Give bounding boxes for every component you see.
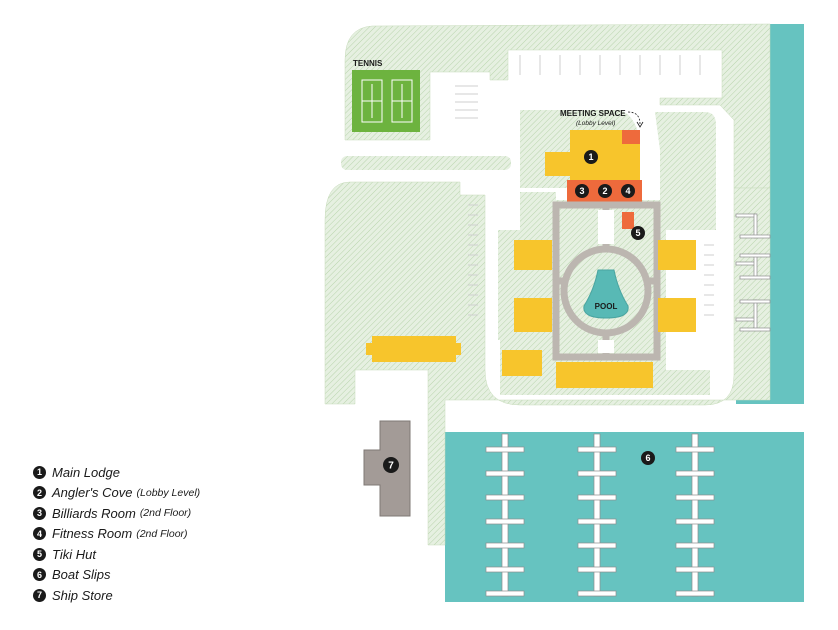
legend-number: 3 <box>33 506 46 520</box>
legend-item-ship-store: 7 Ship Store <box>33 585 200 606</box>
legend-name: Tiki Hut <box>52 546 96 562</box>
grass-strip <box>341 156 511 170</box>
east-docks <box>735 213 771 332</box>
legend-item-tiki-hut: 5 Tiki Hut <box>33 544 200 565</box>
legend-item-fitness-room: 4 Fitness Room (2nd Floor) <box>33 524 200 545</box>
marker-ship-store[interactable]: 7 <box>383 457 399 473</box>
legend-name: Ship Store <box>52 587 113 603</box>
legend-item-boat-slips: 6 Boat Slips <box>33 565 200 586</box>
legend-name: Boat Slips <box>52 567 111 583</box>
svg-text:7: 7 <box>388 461 394 472</box>
grass-lodge-east <box>655 112 716 230</box>
water-marina <box>445 432 804 602</box>
marker-tiki-hut[interactable]: 5 <box>631 226 645 240</box>
tiki-hut <box>622 212 634 229</box>
meeting-space-arrow <box>627 111 641 125</box>
legend-note: (2nd Floor) <box>136 527 188 540</box>
legend-note: (2nd Floor) <box>139 507 192 520</box>
marker-boat-slips[interactable]: 6 <box>641 451 655 465</box>
legend-item-anglers-cove: 2 Angler's Cove (Lobby Level) <box>33 483 200 504</box>
tennis-label: TENNIS <box>353 59 383 68</box>
guest-building <box>502 350 542 376</box>
guest-building <box>514 298 552 332</box>
legend-name: Fitness Room <box>52 526 133 542</box>
guest-building <box>658 240 696 270</box>
grass-west <box>324 181 771 546</box>
map-legend: 1 Main Lodge 2 Angler's Cove (Lobby Leve… <box>33 462 200 606</box>
guest-building <box>556 362 653 388</box>
parking-stalls <box>455 55 714 316</box>
svg-text:4: 4 <box>625 186 630 196</box>
meeting-space-note: (Lobby Level) <box>576 120 615 127</box>
marker-fitness-room[interactable]: 4 <box>621 184 635 198</box>
marker-main-lodge[interactable]: 1 <box>584 150 598 164</box>
pool-label: POOL <box>595 302 618 311</box>
pool-deck <box>560 245 652 337</box>
svg-text:2: 2 <box>602 186 607 196</box>
svg-text:6: 6 <box>645 453 650 463</box>
legend-number: 5 <box>33 547 46 561</box>
legend-name: Angler's Cove <box>52 485 133 501</box>
legend-name: Main Lodge <box>52 464 120 480</box>
svg-text:5: 5 <box>635 228 640 238</box>
legend-item-main-lodge: 1 Main Lodge <box>33 462 200 483</box>
pool <box>583 269 629 319</box>
meeting-space-label: MEETING SPACE <box>560 109 626 118</box>
guest-building <box>366 336 461 362</box>
legend-number: 7 <box>33 588 46 602</box>
marker-billiards-room[interactable]: 3 <box>575 184 589 198</box>
legend-name: Billiards Room <box>52 505 136 521</box>
svg-text:3: 3 <box>579 186 584 196</box>
meeting-space <box>622 130 640 144</box>
legend-note: (Lobby Level) <box>136 486 201 499</box>
legend-number: 6 <box>33 568 46 582</box>
marker-anglers-cove[interactable]: 2 <box>598 184 612 198</box>
grass-north <box>344 23 771 189</box>
marina-docks <box>485 433 715 597</box>
legend-item-billiards-room: 3 Billiards Room (2nd Floor) <box>33 503 200 524</box>
legend-number: 2 <box>33 486 46 500</box>
svg-text:1: 1 <box>588 152 593 162</box>
guest-building <box>658 298 696 332</box>
legend-number: 4 <box>33 527 46 541</box>
guest-building <box>514 240 552 270</box>
legend-number: 1 <box>33 465 46 479</box>
